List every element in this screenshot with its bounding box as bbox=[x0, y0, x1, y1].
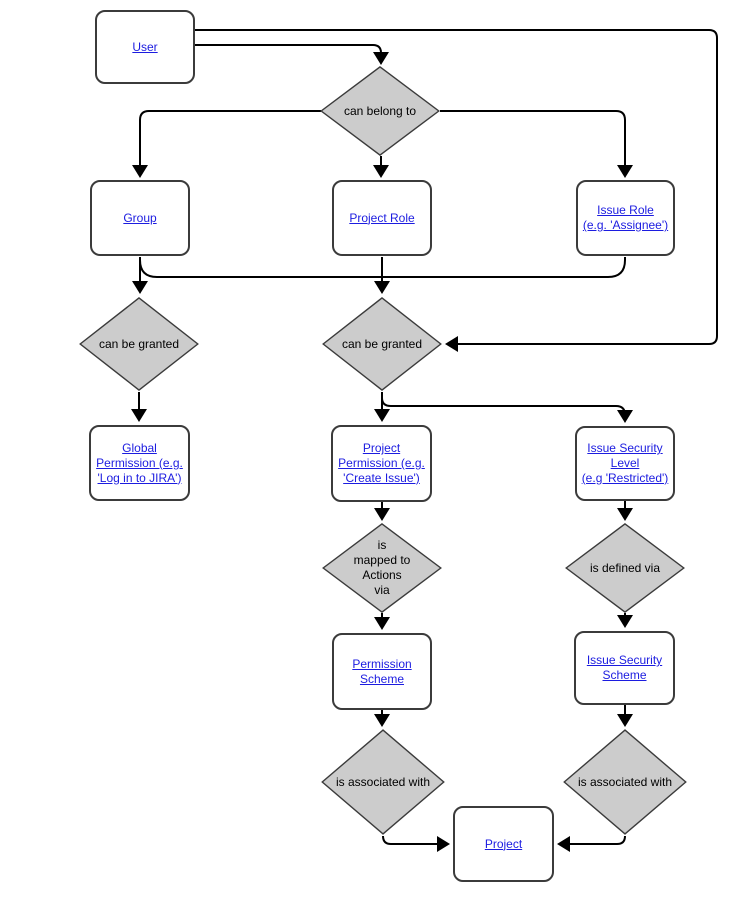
relation-is-associated-with-right: is associated with bbox=[563, 729, 687, 835]
edge-is-associated-right-to-project bbox=[557, 835, 626, 852]
node-issue-security-scheme: Issue Security Scheme bbox=[574, 631, 675, 705]
label-line: Permission bbox=[352, 656, 412, 671]
label-line: Issue Security bbox=[586, 653, 663, 667]
relation-label: is mapped to Actions via bbox=[322, 523, 442, 613]
node-group: Group bbox=[90, 180, 190, 256]
diamond-shape bbox=[322, 297, 442, 391]
relation-is-associated-with-left: is associated with bbox=[321, 729, 445, 835]
edge-can-belong-to-to-group bbox=[132, 110, 321, 178]
label-line: via bbox=[374, 583, 390, 597]
relation-label: is associated with bbox=[577, 774, 673, 789]
diamond-shape bbox=[322, 523, 442, 613]
node-user: User bbox=[95, 10, 195, 84]
issue-security-level-link[interactable]: Issue Security Level (e.g 'Restricted') bbox=[582, 441, 669, 486]
diamond-shape bbox=[321, 729, 445, 835]
project-role-link[interactable]: Project Role bbox=[349, 210, 415, 225]
edge-can-be-granted-right-to-issue-security-level bbox=[381, 397, 633, 423]
issue-role-link[interactable]: Issue Role (e.g. 'Assignee') bbox=[583, 203, 668, 233]
label-line: (e.g 'Restricted') bbox=[581, 471, 669, 485]
group-link[interactable]: Group bbox=[123, 210, 157, 225]
global-permission-link[interactable]: Global Permission (e.g. 'Log in to JIRA'… bbox=[96, 441, 183, 486]
relation-label: is defined via bbox=[589, 560, 661, 575]
label-line: Scheme bbox=[359, 671, 404, 686]
node-issue-role: Issue Role (e.g. 'Assignee') bbox=[576, 180, 675, 256]
label-line: (e.g. 'Assignee') bbox=[582, 218, 669, 232]
relation-can-be-granted-left: can be granted bbox=[79, 297, 199, 391]
project-permission-link[interactable]: Project Permission (e.g. 'Create Issue') bbox=[338, 441, 425, 486]
edge-user-to-can-belong-to bbox=[195, 44, 389, 65]
label-line: 'Create Issue') bbox=[343, 471, 420, 485]
label-line: Permission (e.g. bbox=[338, 456, 425, 470]
issue-security-scheme-link[interactable]: Issue Security Scheme bbox=[587, 653, 662, 683]
relation-label: is associated with bbox=[335, 774, 431, 789]
project-link[interactable]: Project bbox=[484, 836, 523, 851]
label-line: Level bbox=[610, 456, 640, 470]
label-line: Issue Security bbox=[587, 441, 663, 455]
diamond-shape bbox=[79, 297, 199, 391]
node-project-role: Project Role bbox=[332, 180, 432, 256]
edge-roles-bus bbox=[139, 257, 626, 278]
edge-is-associated-left-to-project bbox=[382, 835, 450, 852]
relation-is-defined-via: is defined via bbox=[565, 523, 685, 613]
relation-label: can be granted bbox=[341, 336, 423, 351]
label-line: mapped to bbox=[353, 553, 411, 567]
relation-label: can belong to bbox=[343, 103, 417, 118]
label-line: Global bbox=[122, 440, 157, 455]
diamond-shape bbox=[565, 523, 685, 613]
diamond-shape bbox=[563, 729, 687, 835]
node-project-permission: Project Permission (e.g. 'Create Issue') bbox=[331, 425, 432, 502]
relation-is-mapped-to-actions-via: is mapped to Actions via bbox=[322, 523, 442, 613]
label-line: Permission (e.g. bbox=[96, 455, 183, 470]
user-link[interactable]: User bbox=[132, 39, 158, 54]
diamond-shape bbox=[320, 66, 440, 156]
node-permission-scheme: Permission Scheme bbox=[332, 633, 432, 710]
label-line: 'Log in to JIRA') bbox=[97, 470, 182, 485]
node-issue-security-level: Issue Security Level (e.g 'Restricted') bbox=[575, 426, 675, 501]
node-project: Project bbox=[453, 806, 554, 882]
label-line: Project bbox=[362, 441, 401, 455]
label-line: is bbox=[377, 538, 387, 552]
label-line: Issue Role bbox=[597, 203, 654, 217]
permission-scheme-link[interactable]: Permission Scheme bbox=[352, 657, 411, 687]
edge-can-belong-to-to-issue-role bbox=[440, 110, 633, 178]
relation-can-belong-to: can belong to bbox=[320, 66, 440, 156]
label-line: Scheme bbox=[602, 668, 647, 682]
relation-can-be-granted-right: can be granted bbox=[322, 297, 442, 391]
node-global-permission: Global Permission (e.g. 'Log in to JIRA'… bbox=[89, 425, 190, 501]
relation-label: can be granted bbox=[98, 336, 180, 351]
label-line: Actions bbox=[362, 568, 402, 582]
